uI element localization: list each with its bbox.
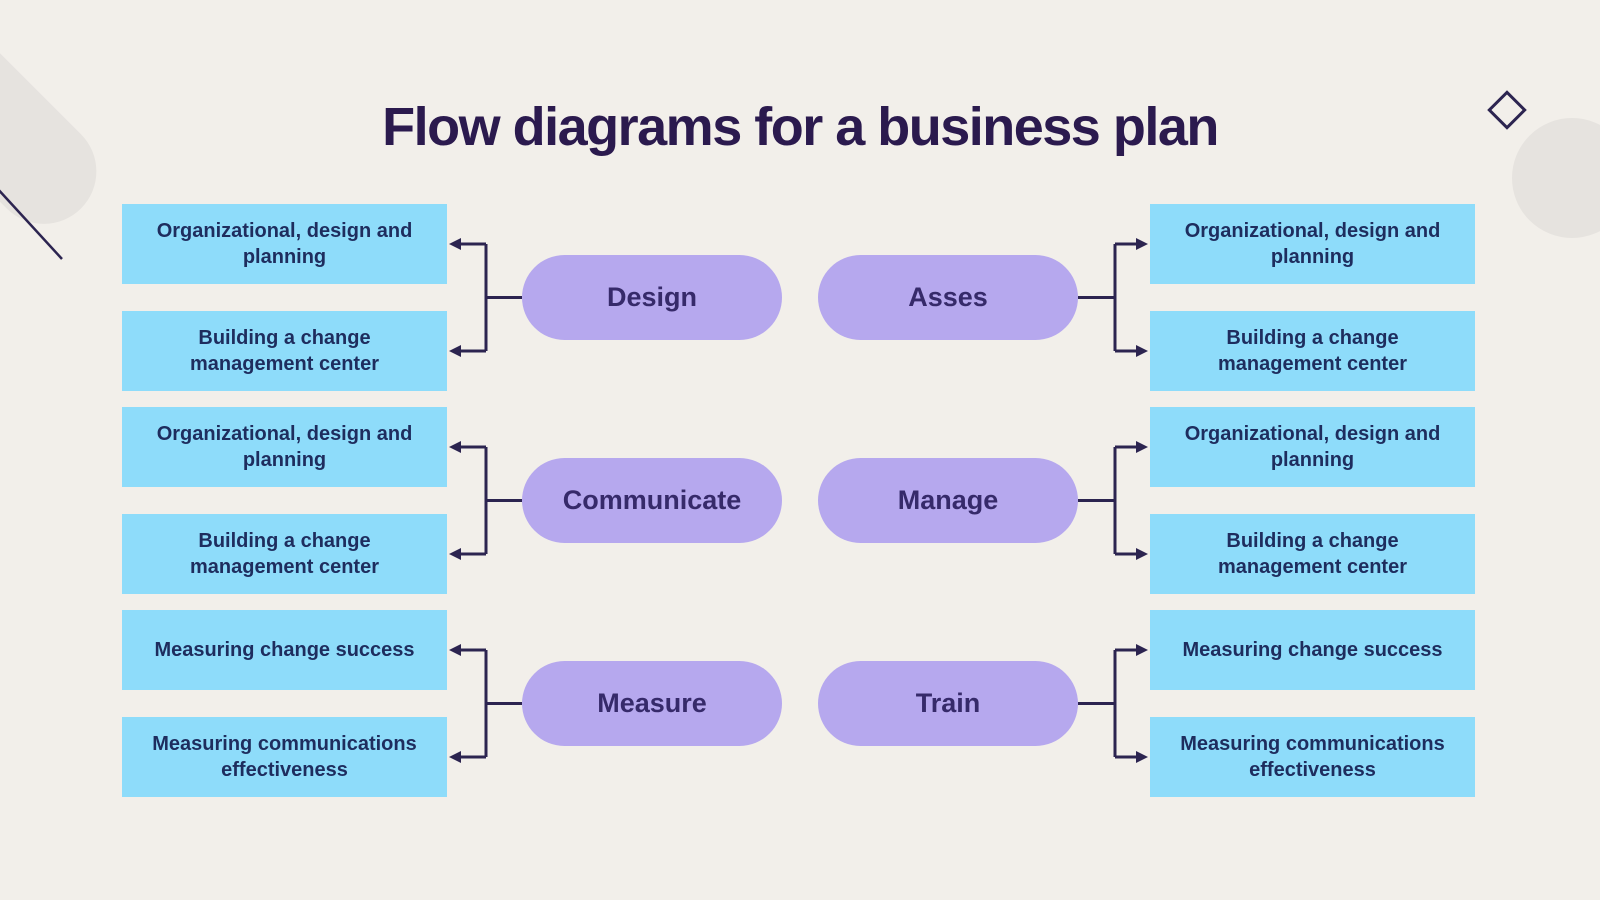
- task-box: Organizational, design and planning: [1150, 407, 1475, 487]
- task-box: Building a change management center: [1150, 311, 1475, 391]
- task-box: Organizational, design and planning: [122, 407, 447, 487]
- task-box: Building a change management center: [122, 311, 447, 391]
- stage-pill-manage: Manage: [818, 458, 1078, 543]
- connector-right: [1078, 407, 1150, 594]
- task-box: Organizational, design and planning: [122, 204, 447, 284]
- diagonal-line-decor: [0, 189, 63, 260]
- task-box: Organizational, design and planning: [1150, 204, 1475, 284]
- task-box: Measuring change success: [122, 610, 447, 690]
- stage-pill-measure: Measure: [522, 661, 782, 746]
- task-box: Measuring communications effectiveness: [122, 717, 447, 797]
- diagram-row-2: Organizational, design and planning Buil…: [0, 407, 1600, 594]
- diagram-row-3: Measuring change success Measuring commu…: [0, 610, 1600, 797]
- stage-pill-asses: Asses: [818, 255, 1078, 340]
- task-box: Building a change management center: [1150, 514, 1475, 594]
- connector-left: [447, 204, 522, 391]
- stage-pill-communicate: Communicate: [522, 458, 782, 543]
- connector-left: [447, 407, 522, 594]
- connector-right: [1078, 204, 1150, 391]
- connector-left: [447, 610, 522, 797]
- stage-pill-train: Train: [818, 661, 1078, 746]
- task-box: Measuring change success: [1150, 610, 1475, 690]
- connector-right: [1078, 610, 1150, 797]
- task-box: Building a change management center: [122, 514, 447, 594]
- diagram-row-1: Organizational, design and planning Buil…: [0, 204, 1600, 391]
- task-box: Measuring communications effectiveness: [1150, 717, 1475, 797]
- page-title: Flow diagrams for a business plan: [382, 97, 1219, 157]
- stage-pill-design: Design: [522, 255, 782, 340]
